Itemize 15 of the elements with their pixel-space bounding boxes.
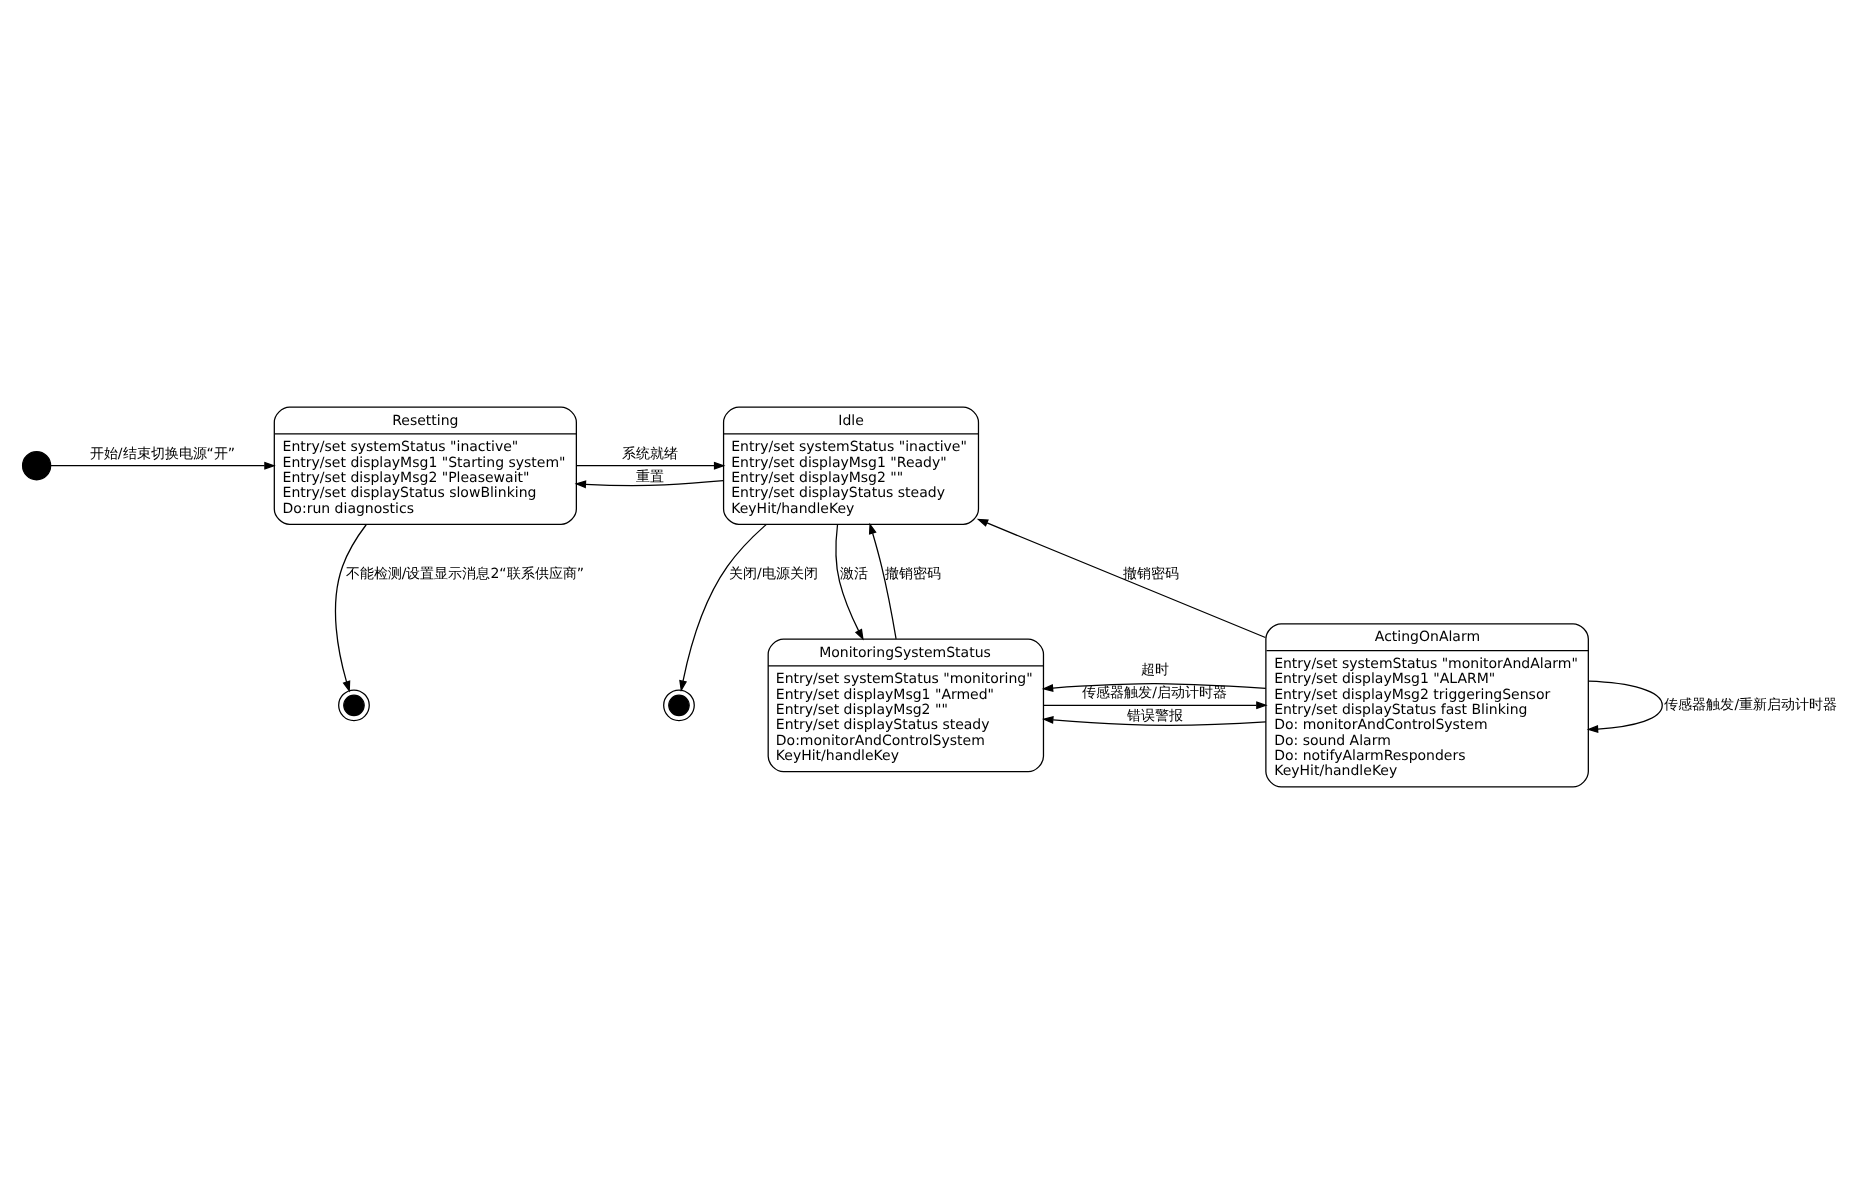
arrow bbox=[976, 517, 1266, 638]
arrow bbox=[679, 522, 768, 691]
node-circle bbox=[21, 450, 52, 480]
arrow bbox=[1586, 679, 1663, 732]
arrow bbox=[1042, 714, 1267, 725]
arrow bbox=[835, 523, 864, 640]
arrow bbox=[574, 478, 724, 488]
arrow bbox=[868, 521, 897, 639]
node-circle bbox=[338, 688, 370, 721]
arrow bbox=[1041, 682, 1267, 692]
arrow bbox=[334, 523, 367, 692]
node-circle bbox=[663, 688, 695, 721]
arrow bbox=[1043, 700, 1268, 709]
arrow bbox=[50, 460, 276, 469]
arrow bbox=[576, 460, 726, 469]
